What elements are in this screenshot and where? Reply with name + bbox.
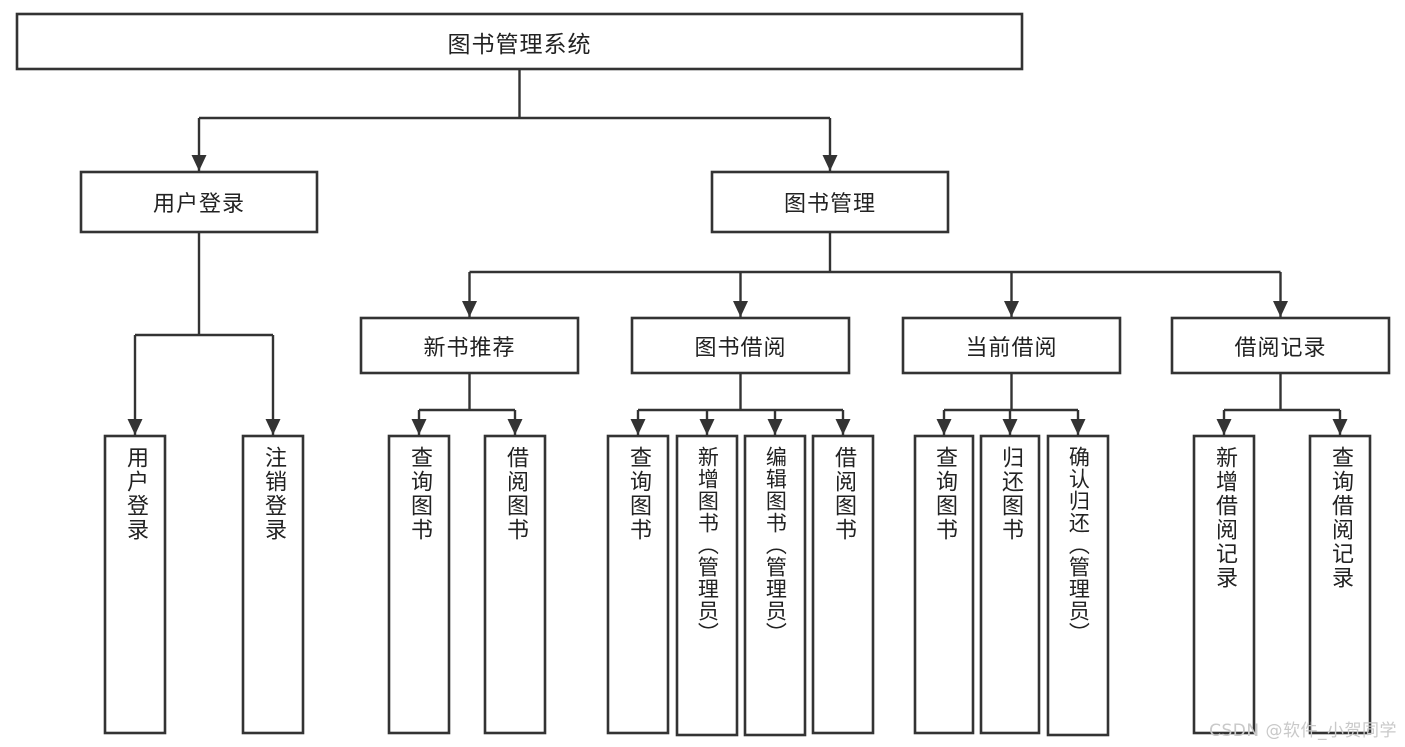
level1-box[interactable]	[710, 170, 950, 234]
arrow-head-icon	[835, 419, 851, 435]
leaf-box[interactable]	[743, 434, 807, 737]
arrow-head-icon	[699, 419, 715, 435]
arrow-head-icon	[733, 301, 748, 317]
leaf-box[interactable]	[606, 434, 670, 735]
leaf-box[interactable]	[387, 434, 451, 735]
arrow-head-icon	[462, 301, 477, 317]
arrow-head-icon	[1070, 419, 1086, 435]
connectors-layer	[127, 69, 1348, 435]
level1-box[interactable]	[79, 170, 319, 234]
arrow-head-icon	[767, 419, 783, 435]
arrow-head-icon	[1002, 419, 1018, 435]
leaf-box[interactable]	[103, 434, 167, 735]
arrow-head-icon	[1273, 301, 1288, 317]
arrow-head-icon	[507, 419, 523, 435]
arrow-head-icon	[936, 419, 952, 435]
leaf-box[interactable]	[241, 434, 305, 735]
arrow-head-icon	[822, 155, 838, 171]
boxes-layer	[15, 12, 1391, 737]
root-box[interactable]	[15, 12, 1024, 71]
leaf-box[interactable]	[483, 434, 547, 735]
arrow-head-icon	[1332, 419, 1348, 435]
arrow-head-icon	[411, 419, 427, 435]
arrow-head-icon	[1216, 419, 1232, 435]
arrow-head-icon	[265, 419, 281, 435]
level2-box[interactable]	[901, 316, 1122, 375]
leaf-box[interactable]	[1046, 434, 1110, 737]
leaf-box[interactable]	[811, 434, 875, 735]
level2-box[interactable]	[630, 316, 851, 375]
arrow-head-icon	[630, 419, 646, 435]
leaf-box[interactable]	[1192, 434, 1256, 735]
leaf-box[interactable]	[675, 434, 739, 737]
arrow-head-icon	[1004, 301, 1019, 317]
arrow-head-icon	[127, 419, 143, 435]
level2-box[interactable]	[359, 316, 580, 375]
level2-box[interactable]	[1170, 316, 1391, 375]
leaf-box[interactable]	[913, 434, 975, 735]
leaf-box[interactable]	[979, 434, 1041, 735]
leaf-box[interactable]	[1308, 434, 1372, 735]
arrow-head-icon	[191, 155, 207, 171]
